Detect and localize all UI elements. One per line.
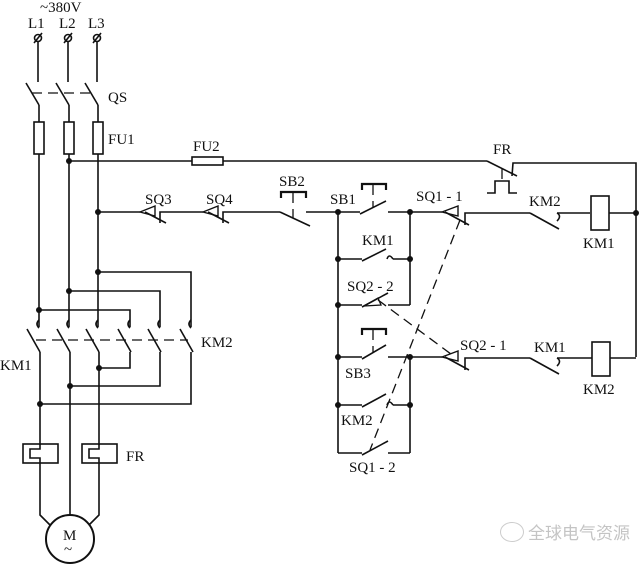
sq1-2-contact: [338, 440, 410, 456]
wechat-icon: [500, 521, 524, 542]
sq2-2-contact: [338, 292, 410, 308]
motor-label: M: [63, 528, 76, 544]
sq3-label: SQ3: [145, 192, 172, 208]
fr-ctrl-label: FR: [493, 142, 511, 158]
sq1-1-label: SQ1 - 1: [416, 189, 463, 205]
sb3-label: SB3: [345, 366, 371, 382]
voltage-label: ~380V: [40, 0, 82, 16]
fu2-fuse: [191, 156, 224, 166]
km1-coil-label: KM1: [583, 236, 615, 252]
sq1-2-label: SQ1 - 2: [349, 460, 396, 476]
km1-hold-contact: [338, 248, 410, 262]
power-circuit: ~380V L1 L2 L3 QS FU1: [0, 0, 233, 564]
fu1-label: FU1: [108, 132, 135, 148]
sb1-button: [338, 182, 410, 215]
km2-coil-label: KM2: [583, 382, 615, 398]
sq2-1-label: SQ2 - 1: [460, 338, 507, 354]
km2-hold-label: KM2: [341, 413, 373, 429]
fu2-label: FU2: [193, 139, 220, 155]
fu1-fuses: [33, 121, 104, 155]
l2-label: L2: [59, 16, 76, 32]
km2-nc-label: KM2: [529, 194, 561, 210]
sq4-label: SQ4: [206, 192, 233, 208]
km1-coil: [590, 195, 610, 231]
km2-hold-contact: [338, 393, 410, 408]
sq2-mechanical-link: [377, 299, 456, 358]
motor-ac-label: ~: [64, 542, 72, 558]
sb2-button: [279, 190, 338, 227]
qs-switch: [25, 82, 99, 106]
watermark: 全球电气资源: [500, 519, 630, 544]
sq4-contact: [200, 204, 280, 224]
sq3-contact: [137, 204, 203, 224]
qs-label: QS: [108, 90, 127, 106]
l1-label: L1: [28, 16, 45, 32]
control-circuit: FU2 FR SQ3 SQ4 SB2 SB1 SQ1 - 1 KM2 KM1: [69, 139, 639, 476]
km1-main-label: KM1: [0, 358, 32, 374]
km2-main-label: KM2: [201, 335, 233, 351]
km2-nc-contact: [529, 212, 590, 230]
sb2-label: SB2: [279, 174, 305, 190]
fr-main-label: FR: [126, 449, 144, 465]
sb1-label: SB1: [330, 192, 356, 208]
sq2-2-label: SQ2 - 2: [347, 279, 394, 295]
terminal-icons: [33, 32, 102, 44]
km1-nc-label: KM1: [534, 340, 566, 356]
km1-hold-label: KM1: [362, 233, 394, 249]
contactor-main-contacts: [26, 319, 194, 353]
sq1-1-contact: [410, 204, 530, 226]
km1-nc-contact: [529, 357, 592, 375]
l3-label: L3: [88, 16, 105, 32]
km2-coil: [591, 341, 611, 377]
fr-nc-contact: [486, 160, 637, 357]
watermark-text: 全球电气资源: [528, 524, 630, 544]
sq1-mechanical-link: [369, 219, 461, 451]
sb3-button: [338, 327, 410, 360]
motor-icon: [45, 514, 95, 564]
